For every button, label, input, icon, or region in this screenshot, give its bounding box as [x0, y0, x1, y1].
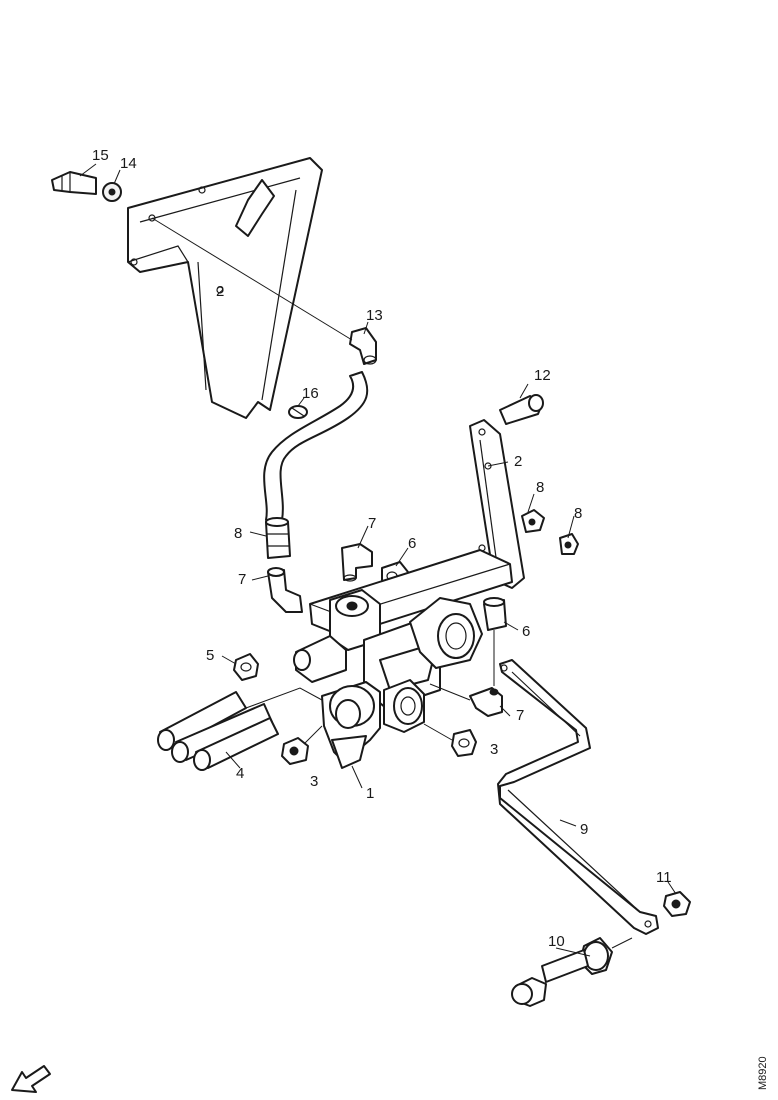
callout-1: 1 — [366, 785, 374, 802]
callout-15: 15 — [92, 147, 109, 164]
rod-set-4 — [157, 687, 323, 771]
leader-13-assembly — [151, 217, 353, 341]
nut-3-left — [281, 737, 309, 765]
callout-7-right: 7 — [516, 707, 524, 724]
sleeve-6-right — [483, 597, 507, 631]
direction-arrow-icon — [11, 1065, 51, 1093]
mounting-bracket-lower — [469, 419, 525, 589]
ball-joint-10 — [511, 937, 633, 1007]
callout-6-right: 6 — [522, 623, 530, 640]
callout-7-top: 7 — [368, 515, 376, 532]
valve-block — [293, 589, 483, 709]
leader-7-right-to-block — [429, 683, 471, 701]
reference-code: M8920 — [757, 1056, 769, 1090]
leader-3-left — [303, 725, 323, 745]
bolt-15 — [51, 171, 97, 195]
callout-8-hose: 8 — [234, 525, 242, 542]
leader-3-right — [423, 723, 453, 741]
nut-3-right — [451, 729, 477, 757]
servo-valve-1 — [321, 679, 425, 769]
callout-labels: 15 14 13 16 12 2 8 8 8 7 6 7 6 5 7 3 4 3… — [92, 147, 672, 950]
nut-8-right — [559, 533, 579, 555]
callout-6-top: 6 — [408, 535, 416, 552]
callout-8-bracket: 8 — [536, 479, 544, 496]
callout-4: 4 — [236, 765, 244, 782]
callout-14: 14 — [120, 155, 137, 172]
nut-5 — [233, 653, 259, 681]
elbow-fitting-7-top — [341, 543, 373, 582]
nut-11 — [663, 891, 691, 917]
callout-7-left: 7 — [238, 571, 246, 588]
nut-8-bracket — [521, 509, 545, 533]
washer-14 — [102, 182, 122, 202]
callout-3-left: 3 — [310, 773, 318, 790]
hose-clamp-16 — [288, 405, 308, 419]
elbow-fitting-7-left — [267, 567, 303, 613]
callout-3-right: 3 — [490, 741, 498, 758]
bolt-12 — [499, 394, 544, 425]
linkage-rod-9 — [497, 659, 659, 935]
hose-fitting-8-upper — [265, 517, 291, 559]
elbow-fitting-13 — [349, 327, 377, 365]
elbow-fitting-7-right — [469, 687, 503, 717]
callout-8-right: 8 — [574, 505, 582, 522]
callout-2-lower: 2 — [514, 453, 522, 470]
mounting-bracket-upper — [127, 157, 323, 419]
callout-5: 5 — [206, 647, 214, 664]
callout-9: 9 — [580, 821, 588, 838]
callout-2-upper: 2 — [216, 283, 224, 300]
callout-16: 16 — [302, 385, 319, 402]
callout-12: 12 — [534, 367, 551, 384]
leader-lines — [79, 163, 677, 957]
callout-10: 10 — [548, 933, 565, 950]
callout-13: 13 — [366, 307, 383, 324]
callout-11: 11 — [656, 869, 672, 886]
